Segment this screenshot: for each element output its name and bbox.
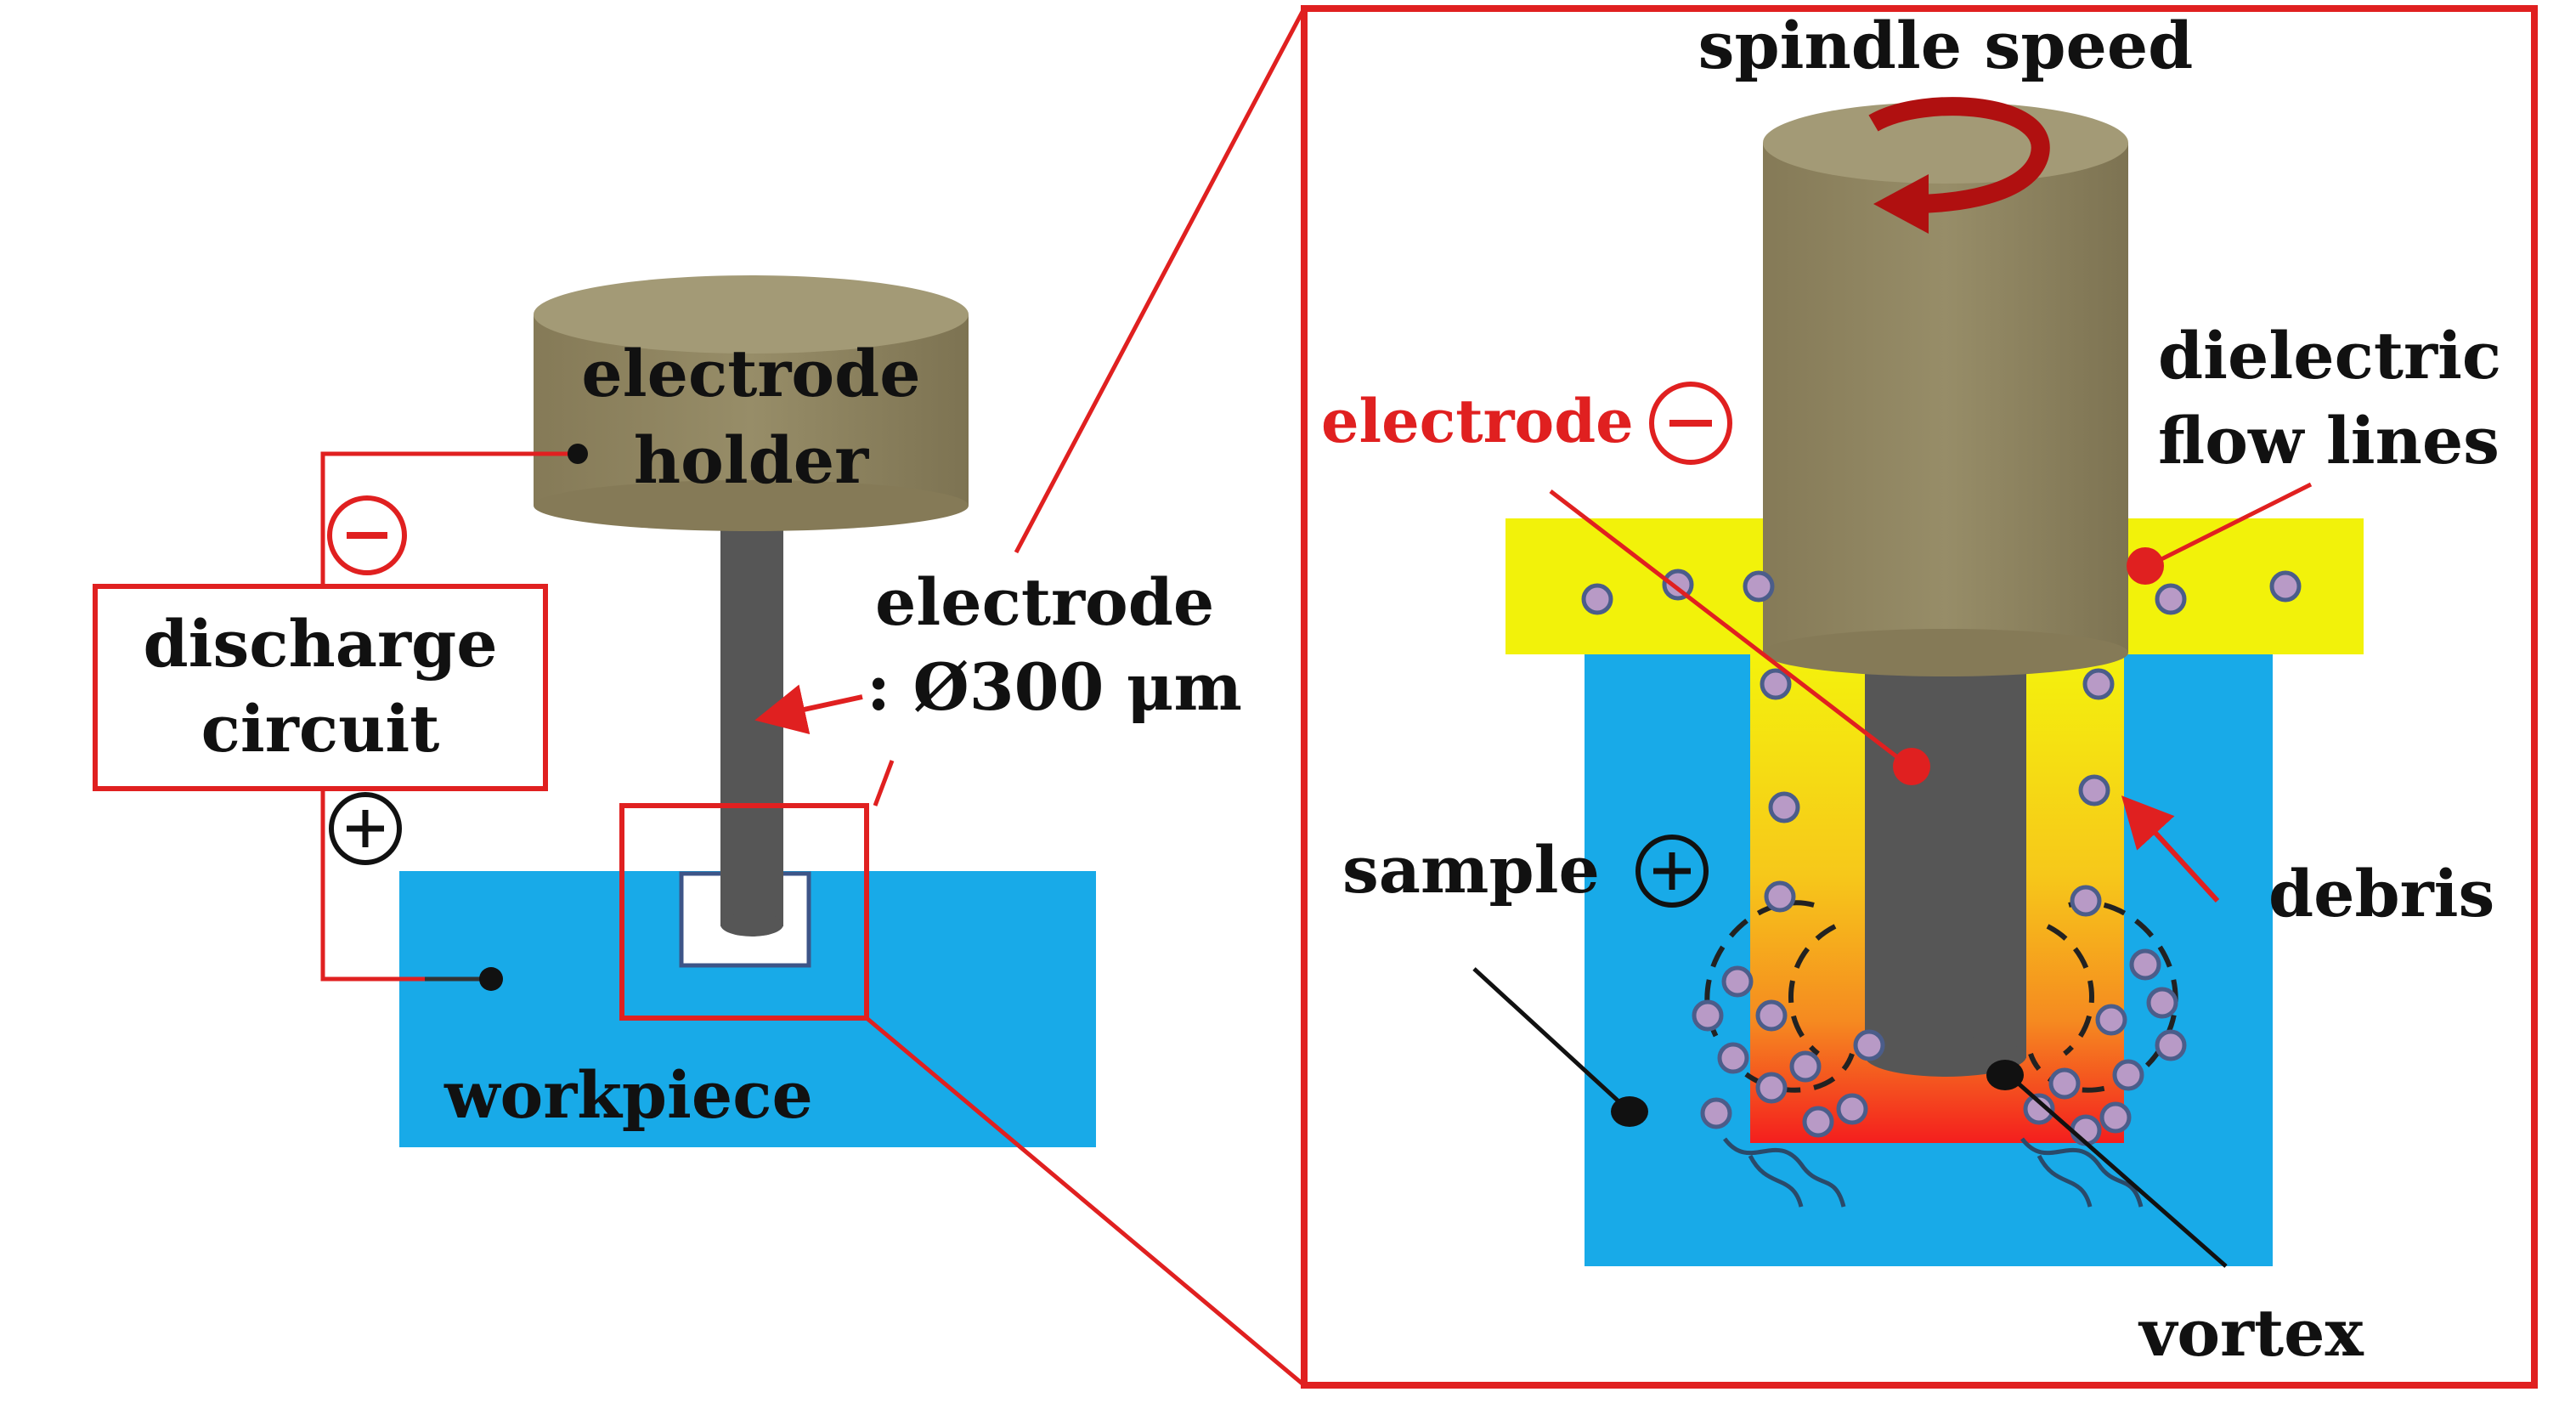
electrode-holder-top: [534, 275, 969, 354]
circuit-label-line2: circuit: [201, 691, 440, 767]
discharge-circuit-box: [93, 584, 548, 791]
debris-particle: [1768, 791, 1800, 823]
dielectric-label-line1: dielectric: [2158, 318, 2501, 393]
debris-particle: [2129, 948, 2161, 981]
sample-pointer: [1472, 967, 1629, 1111]
electrode-rod: [720, 527, 783, 926]
workpiece-terminal-dot: [479, 967, 503, 991]
curved-arrow-icon: [1868, 97, 2050, 234]
debris-particle: [2023, 1093, 2055, 1125]
electrode-zoom-pointer: [1549, 489, 1909, 767]
debris-particle: [2155, 583, 2187, 615]
zoom-connector-short: [873, 760, 895, 806]
vortex-curls: [1723, 1137, 2144, 1208]
vortex-pointer-dot: [1986, 1060, 2024, 1090]
sample-label: sample: [1342, 832, 1600, 908]
zoom-connector-bottom: [865, 1016, 1306, 1387]
spindle-bottom: [1763, 629, 2128, 676]
circuit-wire-negative: [320, 451, 578, 586]
debris-particle: [2146, 987, 2178, 1019]
spindle-speed-label: spindle speed: [1698, 8, 2194, 83]
electrode-rod-tip: [720, 913, 783, 937]
zoom-electrode-tip: [1865, 1036, 2026, 1077]
debris-particle: [2099, 1101, 2132, 1134]
debris-particle: [1789, 1050, 1822, 1083]
debris-pointer-arrow: [2121, 795, 2220, 903]
electrode-zoom-label: electrode: [1321, 386, 1634, 456]
debris-particle: [1802, 1106, 1834, 1138]
zoom-negative-icon: [1649, 382, 1732, 465]
overview-panel: electrode holder discharge circuit elect…: [93, 7, 1307, 1387]
electrode-zoom-pointer-dot: [1893, 748, 1930, 785]
sample-pointer-dot: [1611, 1096, 1648, 1127]
debris-particle: [2095, 1004, 2127, 1036]
vortex-label: vortex: [2138, 1295, 2364, 1371]
electrode-holder-bottom: [534, 480, 969, 531]
dielectric-pointer-dot: [2127, 547, 2164, 585]
debris-particle: [1755, 999, 1788, 1032]
debris-particle: [1836, 1093, 1868, 1125]
dielectric-pointer: [2148, 482, 2313, 568]
dielectric-label-line2: flow lines: [2158, 403, 2500, 478]
vortex-pointer: [2012, 1078, 2228, 1268]
debris-particle: [2078, 774, 2110, 806]
debris-particle: [1743, 570, 1775, 603]
zoom-electrode-rod: [1865, 642, 2026, 1058]
debris-particle: [2048, 1067, 2081, 1100]
debris-particle: [1581, 583, 1613, 615]
electrode-label-line1: electrode: [875, 564, 1214, 640]
debris-particle: [1721, 965, 1754, 998]
spindle-body: [1763, 143, 2128, 653]
electrode-label-line2: : Ø300 μm: [867, 649, 1242, 725]
debris-particle-icon: [1581, 569, 2302, 1146]
debris-particle: [1717, 1042, 1749, 1074]
holder-label-line1: electrode: [581, 336, 920, 411]
electrode-pointer-arrow: [754, 684, 863, 735]
debris-particle: [2070, 885, 2102, 917]
debris-particle: [1853, 1029, 1885, 1061]
debris-particle: [2082, 668, 2115, 700]
circuit-label-line1: discharge: [143, 606, 497, 682]
debris-particle: [2112, 1059, 2144, 1091]
debris-particle: [1700, 1097, 1732, 1129]
workpiece-label: workpiece: [443, 1057, 813, 1133]
debris-particle: [2155, 1029, 2187, 1061]
negative-polarity-icon: [327, 495, 407, 575]
holder-terminal-dot: [568, 444, 588, 464]
debris-label: debris: [2268, 856, 2494, 931]
zoom-panel: spindle speed electrode dielectric flow …: [1301, 5, 2538, 1389]
debris-particle: [1760, 668, 1792, 700]
zoom-connector-top: [1014, 7, 1307, 554]
positive-polarity-icon: [329, 792, 402, 865]
debris-particle: [1755, 1072, 1788, 1104]
debris-particle: [1692, 999, 1724, 1032]
debris-particle: [2070, 1114, 2102, 1146]
debris-particle: [2269, 570, 2302, 603]
holder-label-line2: holder: [634, 422, 869, 498]
debris-particle: [1764, 880, 1796, 913]
zoom-region-box: [619, 803, 869, 1021]
zoom-positive-icon: [1635, 835, 1709, 908]
